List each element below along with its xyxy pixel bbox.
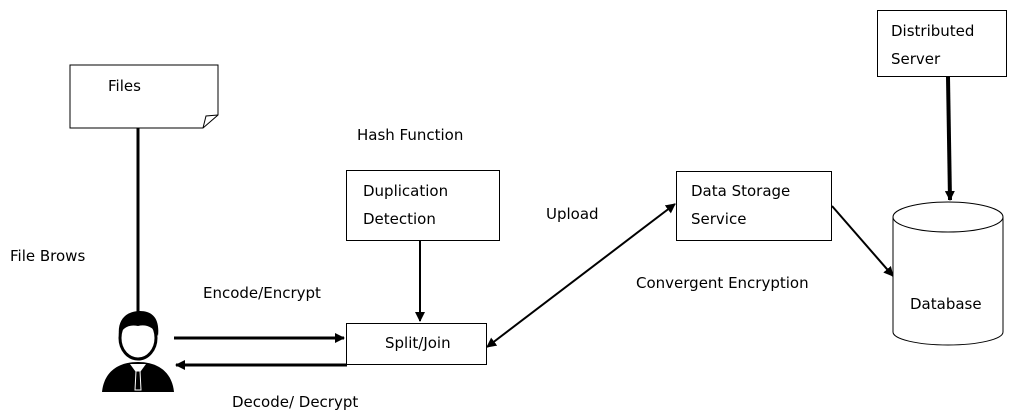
storage-to-database-arrow [831,205,894,277]
database-label: Database [910,295,982,313]
duplication-detection-text: Duplication Detection [363,177,448,233]
file-browse-label: File Brows [10,247,86,265]
encode-encrypt-label: Encode/Encrypt [203,284,321,302]
distributed-server-line1: Distributed [891,22,975,40]
data-storage-line2: Service [691,210,747,228]
split-join-box: Split/Join [346,323,487,365]
hash-function-label: Hash Function [357,126,464,144]
user-avatar-icon [102,311,174,392]
duplication-detection-line1: Duplication [363,182,449,200]
distributed-server-box: Distributed Server [877,10,1007,77]
convergent-encryption-label: Convergent Encryption [636,274,809,292]
duplication-detection-box: Duplication Detection [346,170,500,241]
server-to-database-arrow [944,76,955,201]
data-storage-line1: Data Storage [691,182,791,200]
upload-label: Upload [546,205,599,223]
distributed-server-line2: Server [891,50,941,68]
upload-arrow [486,203,676,348]
files-document-shape [69,64,219,129]
files-fold-corner [202,114,219,129]
database-cylinder [892,201,1004,346]
files-label: Files [108,77,141,95]
duplication-detection-line2: Detection [363,210,436,228]
split-join-label: Split/Join [385,334,451,352]
decode-decrypt-label: Decode/ Decrypt [232,393,359,411]
distributed-server-text: Distributed Server [891,17,974,73]
data-storage-service-box: Data Storage Service [676,171,832,241]
data-storage-service-text: Data Storage Service [691,177,790,233]
